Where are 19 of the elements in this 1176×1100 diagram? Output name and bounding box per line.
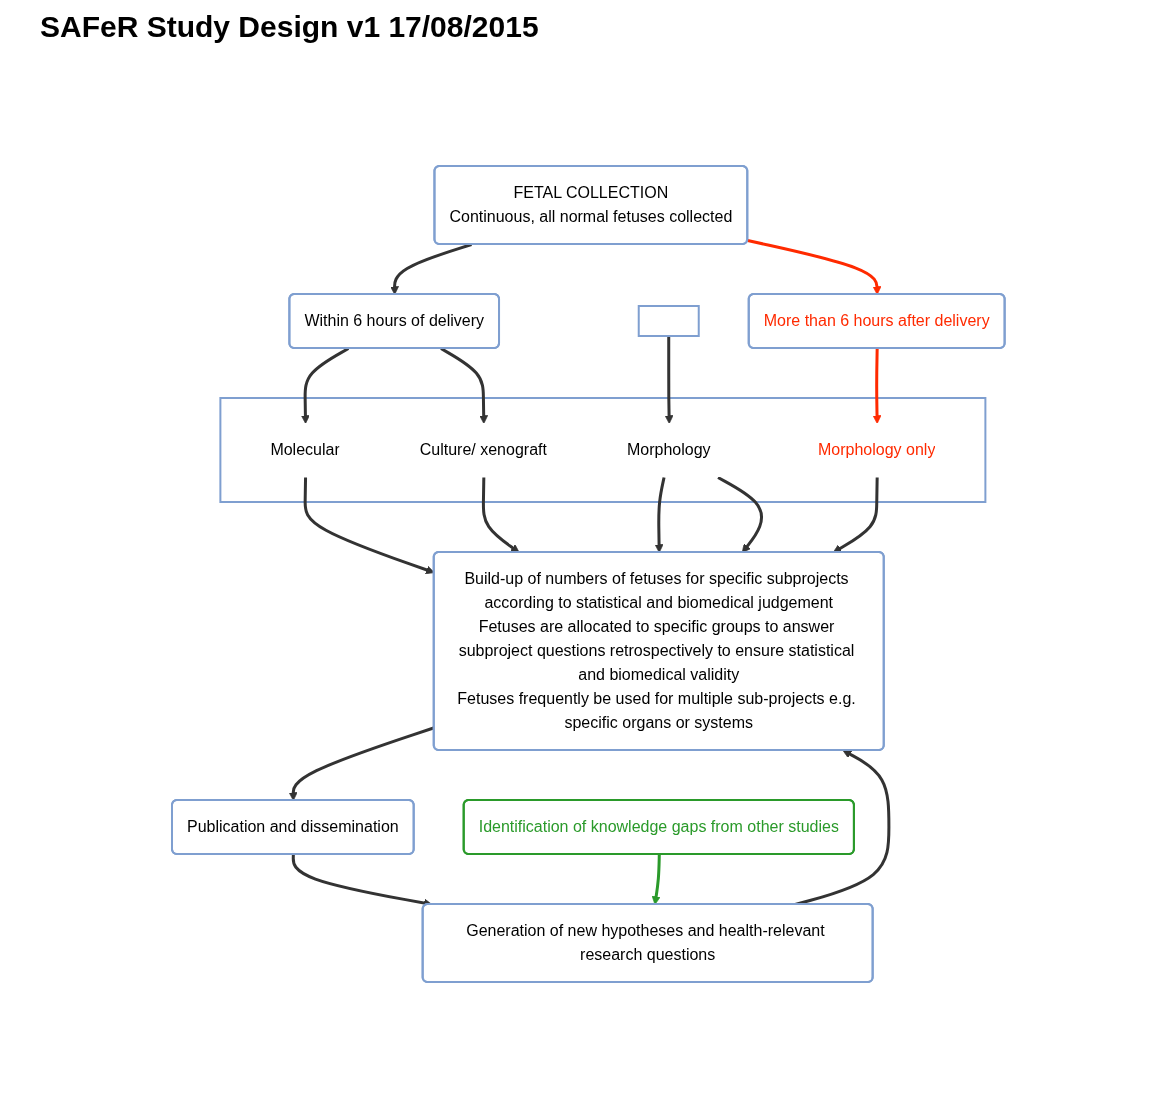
arrow [481,477,520,553]
arrow [439,347,488,424]
node-text: Culture/ xenograft [419,441,547,458]
arrow [664,336,674,424]
node-text: Morphology only [817,441,936,458]
arrow [654,477,666,553]
arrow [747,239,882,295]
arrow [832,477,879,553]
arrow [389,243,472,295]
arrow [651,854,661,905]
arrow [794,750,891,906]
node-text: Morphology [626,441,711,458]
arrow [300,347,349,424]
cluster [219,397,987,503]
arrow [717,476,763,553]
diagram-title: SAFeR Study Design v1 17/08/2015 [40,10,540,44]
arrow [872,348,882,424]
node-text: Molecular [270,441,340,458]
node-box [637,305,700,337]
